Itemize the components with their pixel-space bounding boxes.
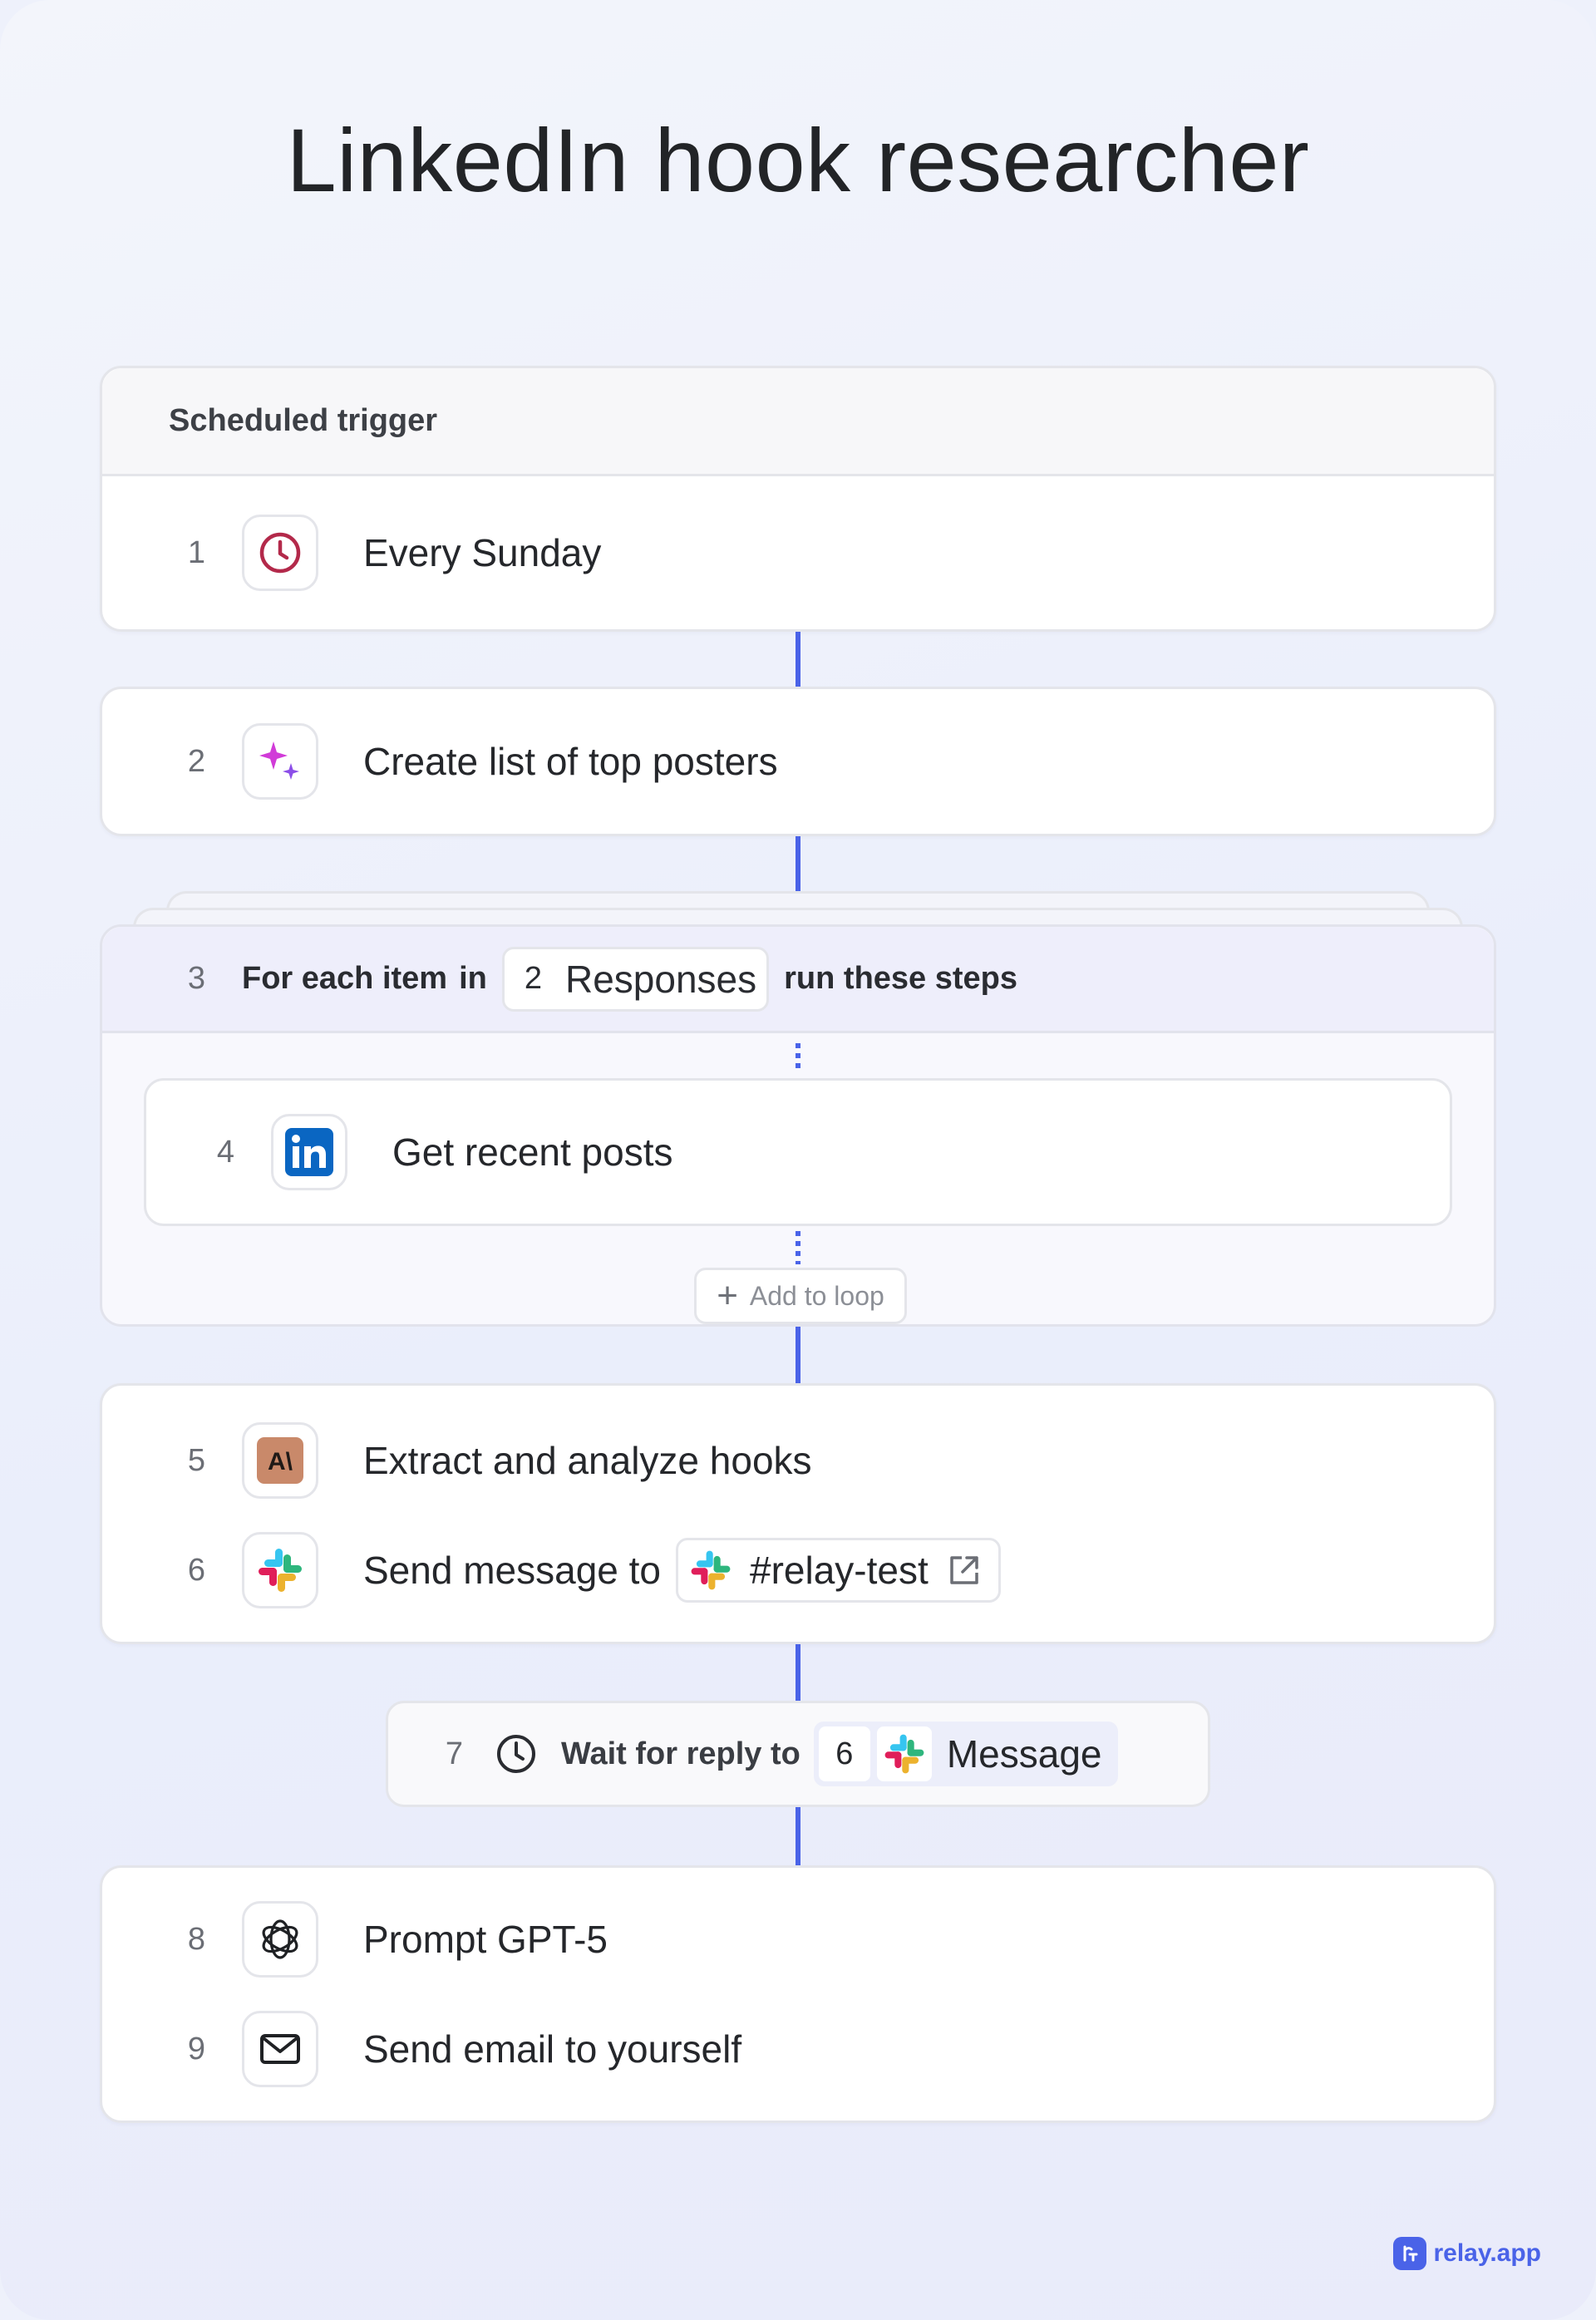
loop-header[interactable]: 3 For each item in 2 Responses run these…	[102, 927, 1494, 1033]
step-number: 4	[216, 1134, 234, 1170]
connector-line	[796, 836, 800, 891]
dotted-connector	[796, 1043, 800, 1068]
wait-label: Wait for reply to	[561, 1736, 800, 1771]
step-number: 8	[187, 1921, 205, 1957]
ref-number: 6	[818, 1726, 870, 1781]
steps-5-6-card[interactable]: 5 A\ Extract and analyze hooks 6	[100, 1383, 1496, 1644]
brand-logo[interactable]: relay.app	[1393, 2237, 1541, 2270]
chip-number: 2	[524, 961, 542, 996]
add-to-loop-label: Add to loop	[749, 1280, 884, 1311]
loop-container[interactable]: 3 For each item in 2 Responses run these…	[100, 924, 1496, 1327]
slack-icon	[242, 1532, 318, 1608]
trigger-header: Scheduled trigger	[102, 368, 1494, 476]
add-to-loop-button[interactable]: + Add to loop	[694, 1268, 907, 1324]
step-label: Send message to	[363, 1549, 662, 1592]
step-2[interactable]: 2 Create list of top posters	[102, 689, 1494, 834]
step-label: Send email to yourself	[363, 2027, 742, 2071]
connector-line	[796, 1807, 800, 1865]
step-number: 1	[187, 534, 205, 570]
step-number: 2	[187, 743, 205, 779]
step-number: 6	[187, 1552, 205, 1588]
clock-icon	[242, 515, 318, 591]
anthropic-icon: A\	[242, 1422, 318, 1499]
connector-line	[796, 1644, 800, 1701]
step-number: 3	[187, 961, 205, 996]
step-2-card[interactable]: 2 Create list of top posters	[100, 687, 1496, 836]
trigger-card[interactable]: Scheduled trigger 1 Every Sunday	[100, 366, 1496, 632]
slack-icon	[688, 1548, 733, 1593]
ref-label: Message	[946, 1732, 1102, 1776]
channel-chip[interactable]: #relay-test	[676, 1538, 1001, 1603]
slack-icon	[876, 1726, 932, 1781]
message-ref-chip[interactable]: 6 Message	[813, 1722, 1119, 1786]
loop-in: in	[459, 961, 487, 996]
step-label: Extract and analyze hooks	[363, 1439, 812, 1482]
clock-icon	[495, 1732, 538, 1776]
responses-chip[interactable]: 2 Responses	[501, 946, 770, 1012]
dotted-connector	[796, 1231, 800, 1264]
connector-line	[796, 632, 800, 687]
relay-logo-icon	[1393, 2237, 1427, 2270]
step-9[interactable]: 9 Send email to yourself	[102, 1994, 1494, 2104]
plus-icon: +	[717, 1275, 738, 1316]
external-link-icon[interactable]	[947, 1553, 982, 1588]
step-8[interactable]: 8 Prompt GPT-5	[102, 1884, 1494, 1994]
page-title: LinkedIn hook researcher	[286, 110, 1310, 210]
step-4-card[interactable]: 4 Get recent posts	[144, 1078, 1452, 1226]
step-number: 7	[445, 1736, 463, 1771]
linkedin-icon	[271, 1114, 347, 1190]
step-1[interactable]: 1 Every Sunday	[102, 476, 1494, 629]
openai-icon	[242, 1901, 318, 1978]
loop-suffix: run these steps	[784, 961, 1018, 996]
step-label: Create list of top posters	[363, 740, 778, 783]
step-label: Get recent posts	[392, 1130, 673, 1174]
connector-line	[796, 1327, 800, 1383]
step-number: 9	[187, 2031, 205, 2066]
step-5[interactable]: 5 A\ Extract and analyze hooks	[102, 1406, 1494, 1515]
step-label: Every Sunday	[363, 531, 602, 574]
step-label: Prompt GPT-5	[363, 1918, 608, 1961]
step-7-card[interactable]: 7 Wait for reply to 6 Message	[386, 1701, 1210, 1807]
step-number: 5	[187, 1442, 205, 1478]
steps-8-9-card[interactable]: 8 Prompt GPT-5 9 Send email to yourself	[100, 1865, 1496, 2123]
channel-name: #relay-test	[750, 1549, 929, 1592]
mail-icon	[242, 2011, 318, 2087]
loop-prefix: For each item	[242, 961, 448, 996]
sparkle-icon	[242, 723, 318, 800]
step-6[interactable]: 6 Send message to	[102, 1515, 1494, 1625]
brand-name: relay.app	[1433, 2239, 1541, 2267]
svg-text:A\: A\	[268, 1448, 293, 1475]
chip-label: Responses	[565, 957, 757, 1001]
